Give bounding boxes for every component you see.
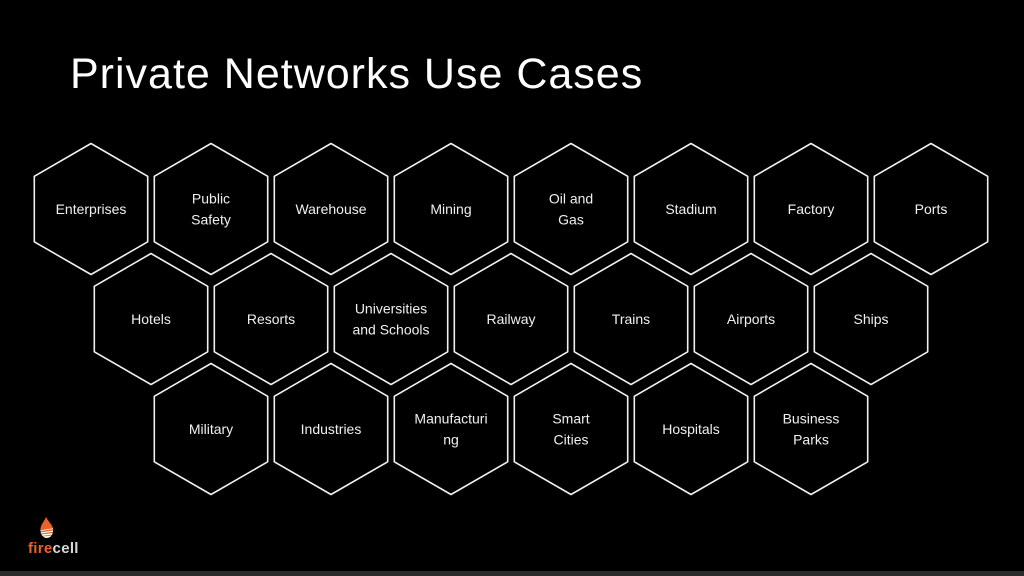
hex-ports: Ports <box>873 142 989 276</box>
hex-trains: Trains <box>573 252 689 386</box>
brand-cell-text: cell <box>52 540 79 557</box>
hexagon-outline <box>633 362 749 496</box>
hexagon-label: Mining <box>430 201 471 217</box>
hexagon-outline <box>513 362 629 496</box>
hexagon-outline <box>813 252 929 386</box>
hexagon-label: Airports <box>727 311 775 327</box>
hexagon-outline <box>213 252 329 386</box>
hexagon-outline <box>753 362 869 496</box>
hexagon-outline <box>453 252 569 386</box>
brand-wordmark: firecell <box>28 541 98 557</box>
firecell-logo: firecell <box>28 515 98 557</box>
hexagon-outline <box>153 142 269 276</box>
hexagon-outline <box>513 142 629 276</box>
page-title: Private Networks Use Cases <box>70 50 644 98</box>
hex-mining: Mining <box>393 142 509 276</box>
hexagon-outline <box>153 362 269 496</box>
hex-industries: Industries <box>273 362 389 496</box>
hexagon-label: Trains <box>612 311 650 327</box>
hexagon-outline <box>753 142 869 276</box>
bottom-bar <box>0 571 1024 576</box>
hexagon-label: Ships <box>853 311 888 327</box>
hexagon-outline <box>273 142 389 276</box>
hex-hospitals: Hospitals <box>633 362 749 496</box>
hex-ships: Ships <box>813 252 929 386</box>
hexagon-outline <box>633 142 749 276</box>
hexagon-outline <box>393 142 509 276</box>
hexagon-outline <box>573 252 689 386</box>
hexagon-outline <box>93 252 209 386</box>
brand-fire-text: fire <box>28 540 53 557</box>
hex-resorts: Resorts <box>213 252 329 386</box>
hexagon-label: Warehouse <box>295 201 366 217</box>
hexagon-label: Railway <box>486 311 535 327</box>
hexagon-outline <box>33 142 149 276</box>
hexagon-label: Stadium <box>665 201 716 217</box>
hexagon-outline <box>333 252 449 386</box>
hex-stadium: Stadium <box>633 142 749 276</box>
hex-airports: Airports <box>693 252 809 386</box>
hexagon-label: Factory <box>788 201 835 217</box>
hex-military: Military <box>153 362 269 496</box>
hexagon-outline <box>393 362 509 496</box>
hexagon-label: Industries <box>301 421 362 437</box>
hex-warehouse: Warehouse <box>273 142 389 276</box>
hexagon-label: Enterprises <box>56 201 127 217</box>
hexagon-outline <box>873 142 989 276</box>
hex-railway: Railway <box>453 252 569 386</box>
hexagon-label: Military <box>189 421 233 437</box>
flame-icon <box>40 516 54 538</box>
hex-factory: Factory <box>753 142 869 276</box>
hex-enterprises: Enterprises <box>33 142 149 276</box>
hexagon-label: Ports <box>915 201 948 217</box>
hexagon-outline <box>273 362 389 496</box>
hexagon-outline <box>693 252 809 386</box>
hex-hotels: Hotels <box>93 252 209 386</box>
hexagon-label: Hospitals <box>662 421 720 437</box>
hexagon-label: Hotels <box>131 311 171 327</box>
hexagon-label: Resorts <box>247 311 295 327</box>
